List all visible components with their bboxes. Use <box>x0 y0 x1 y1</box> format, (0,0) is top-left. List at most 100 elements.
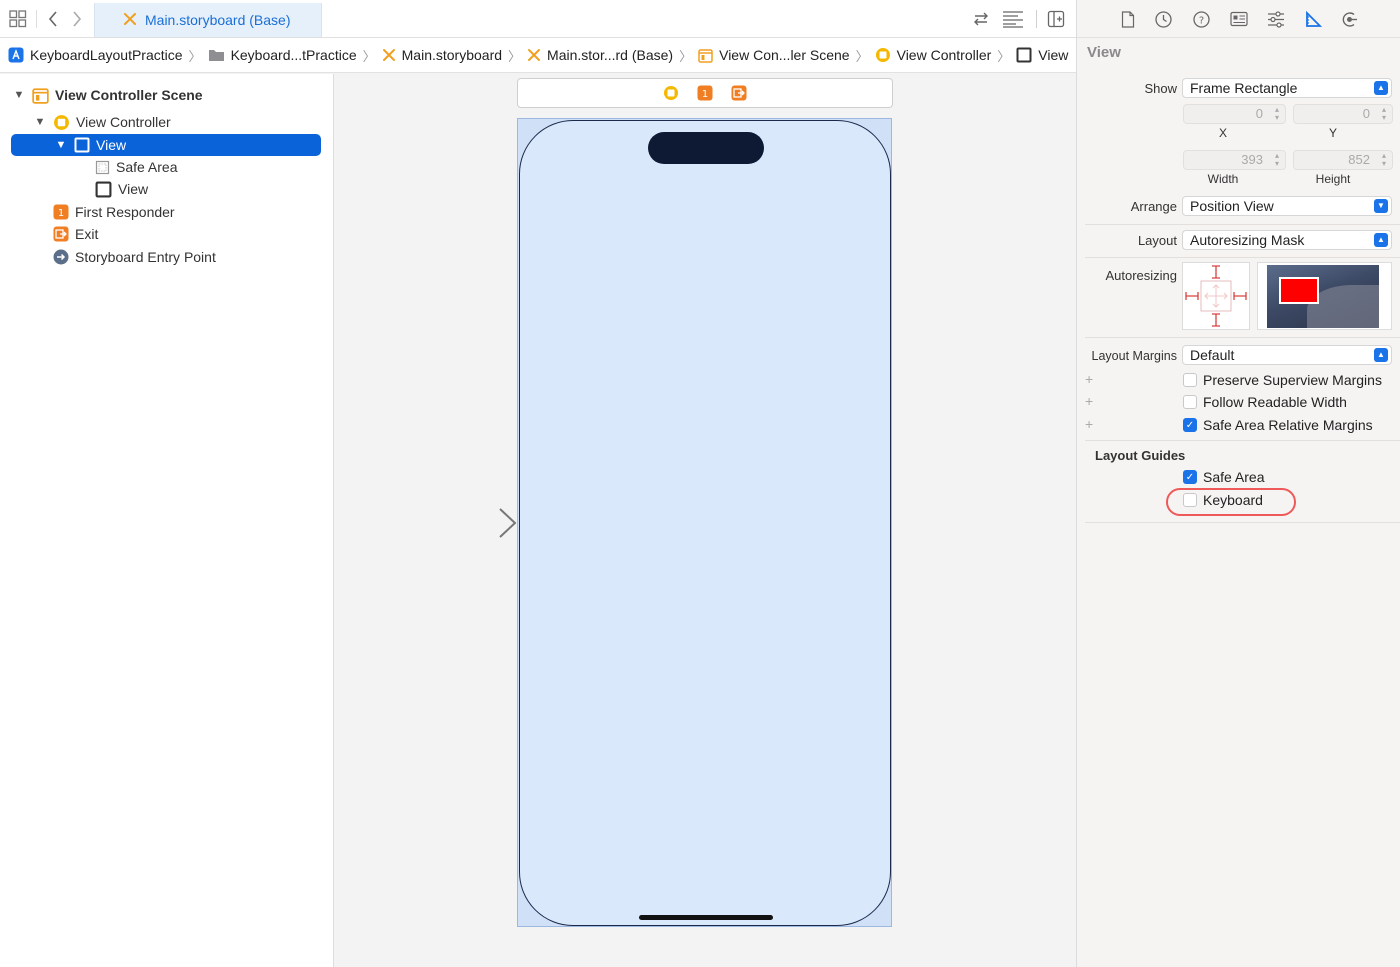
width-value: 393 <box>1241 152 1263 167</box>
checkmark-icon[interactable]: ✓ <box>1183 470 1197 484</box>
plus-icon[interactable]: + <box>1085 416 1094 432</box>
exit-icon[interactable] <box>731 85 747 101</box>
plus-icon[interactable]: + <box>1085 371 1094 387</box>
breadcrumb-storyboard-base[interactable]: Main.stor...rd (Base) <box>527 47 673 63</box>
arrange-popup[interactable]: Position View ▼ <box>1182 196 1392 216</box>
y-stepper-field[interactable]: 0 ▴▾ <box>1293 104 1393 124</box>
checkmark-icon[interactable]: ✓ <box>1183 418 1197 432</box>
layout-popup[interactable]: Autoresizing Mask ▲ <box>1182 230 1392 250</box>
attributes-inspector-icon[interactable] <box>1267 11 1285 28</box>
breadcrumb-label: Main.storyboard <box>401 47 503 63</box>
disclosure-chevron-down-icon[interactable]: ▼ <box>55 139 67 151</box>
back-chevron-icon[interactable] <box>47 10 59 33</box>
swap-arrows-icon[interactable] <box>972 10 990 32</box>
safe-area-guide-checkbox[interactable]: ✓ Safe Area <box>1183 469 1265 485</box>
outline-item-safe-area[interactable]: Safe Area <box>75 156 178 178</box>
help-inspector-icon[interactable]: ? <box>1193 11 1210 28</box>
autoresizing-struts-springs-icon[interactable] <box>1183 263 1249 329</box>
height-value: 852 <box>1348 152 1370 167</box>
iphone-device-view[interactable] <box>519 120 891 926</box>
tab-main-storyboard[interactable]: Main.storyboard (Base) <box>94 3 322 37</box>
outline-item-exit[interactable]: Exit <box>33 223 98 245</box>
keyboard-highlight-annotation <box>1166 488 1296 516</box>
breadcrumb-separator-icon: 〉 <box>362 48 376 64</box>
storyboard-canvas[interactable]: 1 <box>334 74 1076 967</box>
outline-item-view-controller[interactable]: ▼ View Controller <box>33 111 171 133</box>
checkbox-unchecked[interactable] <box>1183 373 1197 387</box>
preserve-superview-margins-checkbox[interactable]: Preserve Superview Margins <box>1183 372 1382 388</box>
size-inspector-ruler-icon[interactable] <box>1305 11 1322 28</box>
scene-dock-bar[interactable]: 1 <box>517 78 893 108</box>
file-inspector-icon[interactable] <box>1121 11 1135 28</box>
checkbox-unchecked[interactable] <box>1183 395 1197 409</box>
outline-item-first-responder[interactable]: 1 First Responder <box>33 201 175 223</box>
breadcrumb-scene[interactable]: View Con...ler Scene <box>698 47 850 63</box>
breadcrumb-storyboard[interactable]: Main.storyboard <box>382 47 502 63</box>
forward-chevron-icon[interactable] <box>71 10 83 33</box>
preview-view-rectangle <box>1279 277 1319 304</box>
document-outline: ▼ View Controller Scene ▼ View Controlle… <box>0 74 334 967</box>
breadcrumb-separator-icon: 〉 <box>997 48 1011 64</box>
storyboard-icon <box>382 48 396 62</box>
outline-item-subview[interactable]: View <box>75 178 148 200</box>
size-inspector: ? View Show Frame Rectangle ▲ 0 ▴▾ 0 ▴▾ … <box>1076 0 1400 967</box>
breadcrumb-folder[interactable]: Keyboard...tPractice <box>208 47 357 63</box>
safe-area-relative-margins-checkbox[interactable]: ✓ Safe Area Relative Margins <box>1183 417 1373 433</box>
outline-item-entry-point[interactable]: Storyboard Entry Point <box>33 246 216 268</box>
breadcrumb-label: Keyboard...tPractice <box>230 47 357 63</box>
svg-text:?: ? <box>1199 16 1204 27</box>
jump-bar-breadcrumb: KeyboardLayoutPractice 〉 Keyboard...tPra… <box>0 38 1076 73</box>
stepper-arrows-icon[interactable]: ▴▾ <box>1274 105 1279 122</box>
x-value: 0 <box>1255 106 1263 121</box>
safe-area-icon <box>95 160 110 175</box>
view-controller-icon[interactable] <box>663 85 679 101</box>
adjust-editor-icon[interactable] <box>1002 10 1024 32</box>
arrange-label: Arrange <box>1130 199 1177 214</box>
plus-icon[interactable]: + <box>1085 393 1094 409</box>
view-controller-frame[interactable] <box>517 118 892 927</box>
breadcrumb-project[interactable]: KeyboardLayoutPractice <box>8 47 183 63</box>
height-stepper-field[interactable]: 852 ▴▾ <box>1293 150 1393 170</box>
stepper-arrows-icon[interactable]: ▴▾ <box>1274 151 1279 168</box>
svg-text:1: 1 <box>702 89 708 100</box>
x-stepper-field[interactable]: 0 ▴▾ <box>1183 104 1286 124</box>
connections-inspector-icon[interactable] <box>1341 11 1358 28</box>
disclosure-chevron-down-icon[interactable]: ▼ <box>13 89 25 101</box>
inspector-tab-bar: ? <box>1077 0 1400 38</box>
history-inspector-icon[interactable] <box>1155 11 1172 28</box>
show-popup[interactable]: Frame Rectangle ▲ <box>1182 78 1392 98</box>
checkbox-label: Preserve Superview Margins <box>1203 372 1382 388</box>
editor-tab-bar: Main.storyboard (Base) <box>0 0 1076 38</box>
disclosure-chevron-down-icon[interactable]: ▼ <box>34 116 46 128</box>
outline-item-scene[interactable]: ▼ View Controller Scene <box>12 84 203 106</box>
tab-label: Main.storyboard (Base) <box>145 12 291 28</box>
width-stepper-field[interactable]: 393 ▴▾ <box>1183 150 1286 170</box>
home-indicator <box>639 915 773 920</box>
follow-readable-width-checkbox[interactable]: Follow Readable Width <box>1183 394 1347 410</box>
stepper-arrows-icon[interactable]: ▴▾ <box>1381 105 1386 122</box>
first-responder-icon[interactable]: 1 <box>697 85 713 101</box>
identity-inspector-icon[interactable] <box>1230 11 1248 27</box>
breadcrumb-separator-icon: 〉 <box>679 48 693 64</box>
stepper-arrows-icon[interactable]: ▴▾ <box>1381 151 1386 168</box>
breadcrumb-view[interactable]: View <box>1016 47 1068 63</box>
view-icon <box>1016 47 1032 63</box>
outline-item-view-selected[interactable]: ▼ View <box>11 134 321 156</box>
breadcrumb-view-controller[interactable]: View Controller <box>875 47 991 63</box>
scene-icon <box>698 48 713 63</box>
layout-margins-popup[interactable]: Default ▲ <box>1182 345 1392 365</box>
view-controller-icon <box>875 47 891 63</box>
keyboard-guide-checkbox[interactable]: Keyboard <box>1183 492 1263 508</box>
height-label: Height <box>1315 172 1351 186</box>
checkbox-label: Safe Area Relative Margins <box>1203 417 1373 433</box>
outline-label: View <box>118 181 149 197</box>
checkbox-unchecked[interactable] <box>1183 493 1197 507</box>
autoresizing-label: Autoresizing <box>1105 268 1177 283</box>
breadcrumb-label: KeyboardLayoutPractice <box>30 47 183 63</box>
add-editor-icon[interactable] <box>1047 10 1065 32</box>
autoresizing-mask-editor[interactable] <box>1182 262 1250 330</box>
storyboard-entry-arrow-icon[interactable] <box>422 506 518 543</box>
outline-label: Safe Area <box>116 159 178 175</box>
related-items-grid-icon[interactable] <box>9 10 27 33</box>
folder-icon <box>208 48 225 62</box>
